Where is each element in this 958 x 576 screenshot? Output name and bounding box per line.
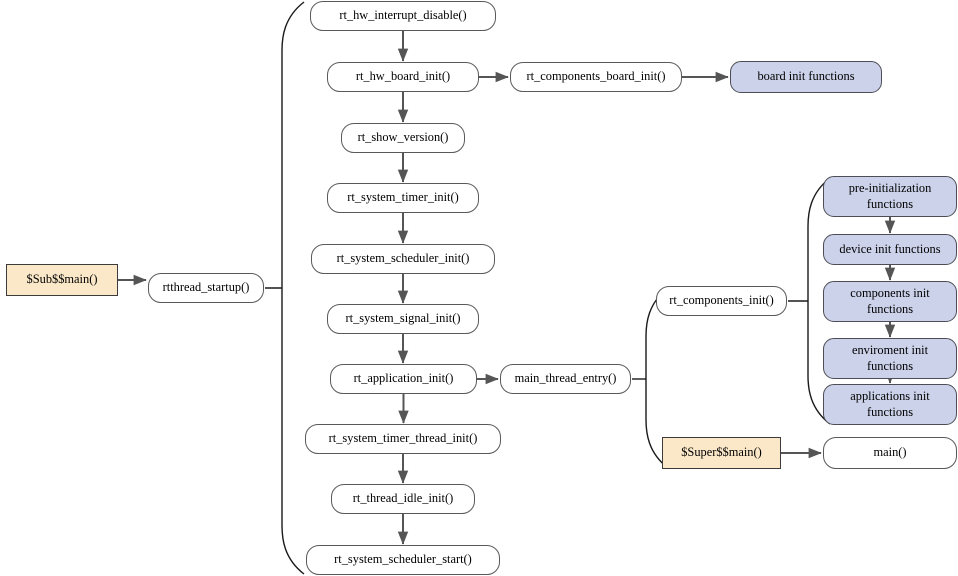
node-rt_system_timer_thread_init[interactable]: rt_system_timer_thread_init()	[305, 424, 501, 454]
node-main[interactable]: main()	[823, 437, 957, 469]
node-rt_system_scheduler_init[interactable]: rt_system_scheduler_init()	[311, 244, 495, 274]
node-board_init_functions[interactable]: board init functions	[730, 61, 882, 93]
node-rt_system_scheduler_start[interactable]: rt_system_scheduler_start()	[306, 545, 500, 575]
node-rt_hw_board_init[interactable]: rt_hw_board_init()	[327, 62, 479, 92]
node-rtthread_startup[interactable]: rtthread_startup()	[148, 273, 264, 303]
node-applications_init[interactable]: applications init functions	[823, 384, 957, 425]
node-rt_hw_interrupt_disable[interactable]: rt_hw_interrupt_disable()	[310, 1, 496, 31]
node-rt_components_init[interactable]: rt_components_init()	[656, 286, 787, 316]
node-rt_components_board_init[interactable]: rt_components_board_init()	[510, 62, 682, 92]
node-rt_thread_idle_init[interactable]: rt_thread_idle_init()	[331, 484, 475, 514]
node-pre_initialization[interactable]: pre-initialization functions	[823, 176, 957, 217]
node-main_thread_entry[interactable]: main_thread_entry()	[500, 364, 631, 394]
node-rt_show_version[interactable]: rt_show_version()	[341, 123, 465, 153]
brace-startup-brace	[281, 1, 305, 575]
node-rt_system_signal_init[interactable]: rt_system_signal_init()	[327, 304, 479, 334]
node-enviroment_init[interactable]: enviroment init functions	[823, 338, 957, 379]
node-components_init[interactable]: components init functions	[823, 281, 957, 322]
node-rt_application_init[interactable]: rt_application_init()	[330, 364, 477, 394]
node-sub_main[interactable]: $Sub$$main()	[6, 264, 118, 296]
node-device_init[interactable]: device init functions	[823, 234, 957, 265]
node-super_main[interactable]: $Super$$main()	[662, 437, 781, 469]
node-rt_system_timer_init[interactable]: rt_system_timer_init()	[327, 183, 479, 213]
